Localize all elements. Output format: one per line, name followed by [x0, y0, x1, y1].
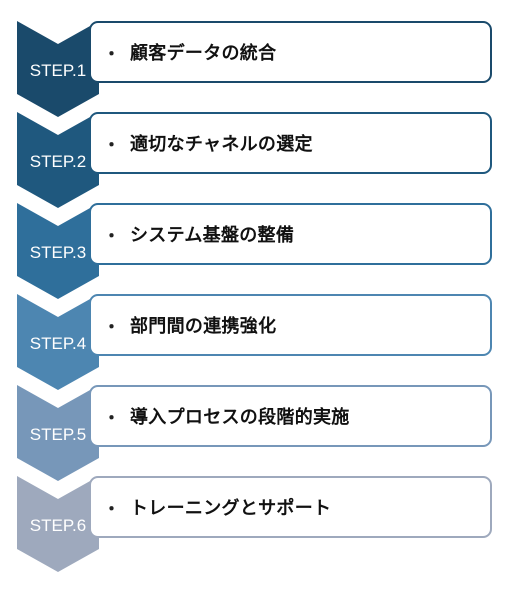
step-box: ・ 導入プロセスの段階的実施 — [89, 385, 492, 447]
step-label: STEP.1 — [29, 61, 87, 80]
step-box: ・ システム基盤の整備 — [89, 203, 492, 265]
step-2: STEP.2 ・ 適切なチャネルの選定 — [0, 112, 514, 232]
step-text: 部門間の連携強化 — [130, 316, 277, 337]
step-text: トレーニングとサポート — [130, 498, 332, 519]
step-box: ・ 適切なチャネルの選定 — [89, 112, 492, 174]
step-chevron — [17, 476, 99, 572]
bullet-icon: ・ — [103, 317, 120, 338]
step-text: 導入プロセスの段階的実施 — [130, 407, 350, 428]
step-label: STEP.4 — [29, 334, 87, 353]
step-1: STEP.1 ・ 顧客データの統合 — [0, 21, 514, 141]
step-label: STEP.6 — [29, 516, 87, 535]
step-box: ・ 部門間の連携強化 — [89, 294, 492, 356]
bullet-icon: ・ — [103, 408, 120, 429]
step-text: 顧客データの統合 — [130, 43, 277, 64]
bullet-icon: ・ — [103, 226, 120, 247]
bullet-icon: ・ — [103, 44, 120, 65]
bullet-icon: ・ — [103, 135, 120, 156]
step-label: STEP.5 — [29, 425, 87, 444]
step-5: STEP.5 ・ 導入プロセスの段階的実施 — [0, 385, 514, 505]
step-6: STEP.6 ・ トレーニングとサポート — [0, 476, 514, 596]
step-chevron — [17, 203, 99, 299]
step-text: システム基盤の整備 — [130, 225, 295, 246]
step-label: STEP.2 — [29, 152, 87, 171]
step-box: ・ 顧客データの統合 — [89, 21, 492, 83]
step-3: STEP.3 ・ システム基盤の整備 — [0, 203, 514, 323]
bullet-icon: ・ — [103, 499, 120, 520]
step-label: STEP.3 — [29, 243, 87, 262]
step-box: ・ トレーニングとサポート — [89, 476, 492, 538]
step-chevron — [17, 385, 99, 481]
step-chevron — [17, 112, 99, 208]
step-4: STEP.4 ・ 部門間の連携強化 — [0, 294, 514, 414]
step-chevron — [17, 294, 99, 390]
step-text: 適切なチャネルの選定 — [130, 134, 313, 155]
step-chevron — [17, 21, 99, 117]
